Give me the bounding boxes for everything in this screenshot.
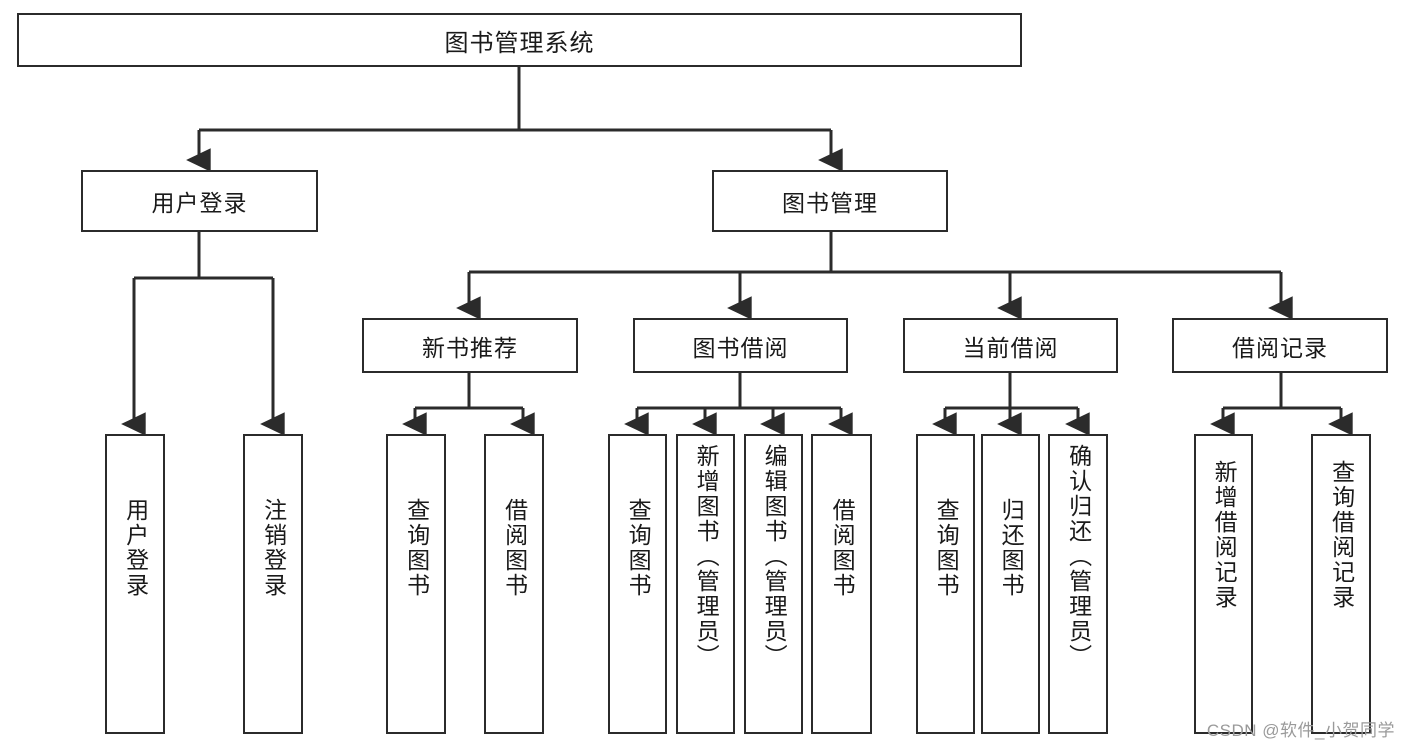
leaf-book-borrow-edit-label: 编辑图书（管理员） (761, 444, 788, 669)
leaf-current-borrow-query-label: 查询图书 (933, 498, 960, 598)
node-root[interactable]: 图书管理系统 (17, 13, 1022, 67)
node-book-borrow-label: 图书借阅 (692, 334, 789, 361)
leaf-book-borrow-query-label: 查询图书 (625, 498, 652, 598)
watermark-text: CSDN @软件_小贺同学 (1206, 721, 1395, 740)
leaf-current-borrow-return-label: 归还图书 (998, 498, 1025, 598)
node-book-borrow[interactable]: 图书借阅 (633, 318, 848, 373)
node-borrow-record[interactable]: 借阅记录 (1172, 318, 1388, 373)
leaf-borrow-record-query-label: 查询借阅记录 (1328, 460, 1355, 610)
leaf-new-book-query-label: 查询图书 (403, 498, 430, 598)
leaf-book-borrow-add[interactable]: 新增图书（管理员） (676, 434, 735, 734)
node-new-book-recommend-label: 新书推荐 (422, 334, 518, 361)
leaf-book-borrow-borrow[interactable]: 借阅图书 (811, 434, 872, 734)
leaf-book-borrow-query[interactable]: 查询图书 (608, 434, 667, 734)
leaf-current-borrow-confirm-label: 确认归还（管理员） (1065, 444, 1092, 669)
leaf-new-book-query[interactable]: 查询图书 (386, 434, 446, 734)
leaf-user-login-signin[interactable]: 用户登录 (105, 434, 165, 734)
leaf-new-book-borrow-label: 借阅图书 (501, 498, 528, 598)
node-current-borrow[interactable]: 当前借阅 (903, 318, 1118, 373)
node-current-borrow-label: 当前借阅 (962, 334, 1059, 361)
leaf-current-borrow-confirm[interactable]: 确认归还（管理员） (1048, 434, 1108, 734)
leaf-borrow-record-query[interactable]: 查询借阅记录 (1311, 434, 1371, 734)
leaf-borrow-record-add-label: 新增借阅记录 (1211, 460, 1238, 610)
leaf-new-book-borrow[interactable]: 借阅图书 (484, 434, 544, 734)
leaf-book-borrow-borrow-label: 借阅图书 (829, 498, 856, 598)
node-book-management-label: 图书管理 (782, 190, 878, 216)
node-root-label: 图书管理系统 (444, 29, 595, 57)
leaf-borrow-record-add[interactable]: 新增借阅记录 (1194, 434, 1253, 734)
node-borrow-record-label: 借阅记录 (1232, 334, 1328, 361)
node-user-login[interactable]: 用户登录 (81, 170, 318, 232)
node-user-login-label: 用户登录 (151, 190, 248, 216)
leaf-user-login-signin-label: 用户登录 (122, 498, 149, 598)
leaf-current-borrow-return[interactable]: 归还图书 (981, 434, 1040, 734)
leaf-user-login-signout[interactable]: 注销登录 (243, 434, 303, 734)
leaf-current-borrow-query[interactable]: 查询图书 (916, 434, 975, 734)
leaf-user-login-signout-label: 注销登录 (260, 498, 287, 598)
leaf-book-borrow-edit[interactable]: 编辑图书（管理员） (744, 434, 803, 734)
node-book-management[interactable]: 图书管理 (712, 170, 948, 232)
leaf-book-borrow-add-label: 新增图书（管理员） (693, 444, 720, 669)
node-new-book-recommend[interactable]: 新书推荐 (362, 318, 578, 373)
